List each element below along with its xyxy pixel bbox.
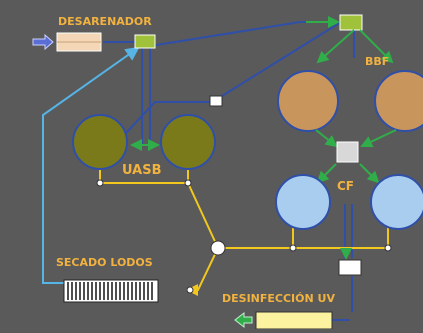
sludge-return-line: [42, 46, 140, 284]
outlet-arrow-icon: [234, 311, 253, 329]
uasb-outlet-node-left: [96, 179, 104, 187]
sludge-junction-node: [210, 240, 226, 256]
collector-box: [336, 141, 359, 163]
uasb-outlet-node-right: [184, 179, 192, 187]
label-desarenador: DESARENADOR: [58, 15, 152, 28]
cf-drain-node-left: [289, 244, 297, 252]
label-desinfeccion-uv: DESINFECCIÓN UV: [222, 292, 335, 305]
label-secado-lodos: SECADO LODOS: [56, 256, 153, 269]
bbf-feed-arrow-left: [316, 29, 355, 64]
inlet-arrow-icon: [32, 33, 54, 51]
distribution-box-uasb: [134, 34, 156, 49]
uasb-reactor-left: [72, 114, 128, 170]
distribution-box-bbf: [339, 14, 363, 31]
cf-feed-arrow-right: [359, 163, 380, 184]
label-bbf: BBF: [365, 55, 389, 68]
drying-bed-grating: [67, 282, 153, 300]
uasb-reactor-right: [160, 114, 216, 170]
uv-disinfection-unit: [255, 311, 333, 330]
bbf-out-arrow-right: [360, 129, 397, 148]
label-uasb: UASB: [122, 163, 162, 178]
bbf-out-arrow-left: [315, 129, 338, 148]
cf-feed-arrow-left: [316, 163, 337, 184]
bbf-filter-right: [374, 70, 423, 132]
cf-filter-right: [370, 174, 423, 230]
cf-drain-node-right: [384, 244, 392, 252]
bbf-feed-arrow-right: [359, 29, 394, 64]
label-cf: CF: [337, 179, 354, 193]
drying-bed-inlet-node: [186, 286, 194, 294]
cf-filter-left: [275, 174, 331, 230]
junction-box: [209, 95, 223, 107]
bbf-filter-left: [277, 70, 339, 132]
uv-feed-box: [338, 259, 362, 276]
